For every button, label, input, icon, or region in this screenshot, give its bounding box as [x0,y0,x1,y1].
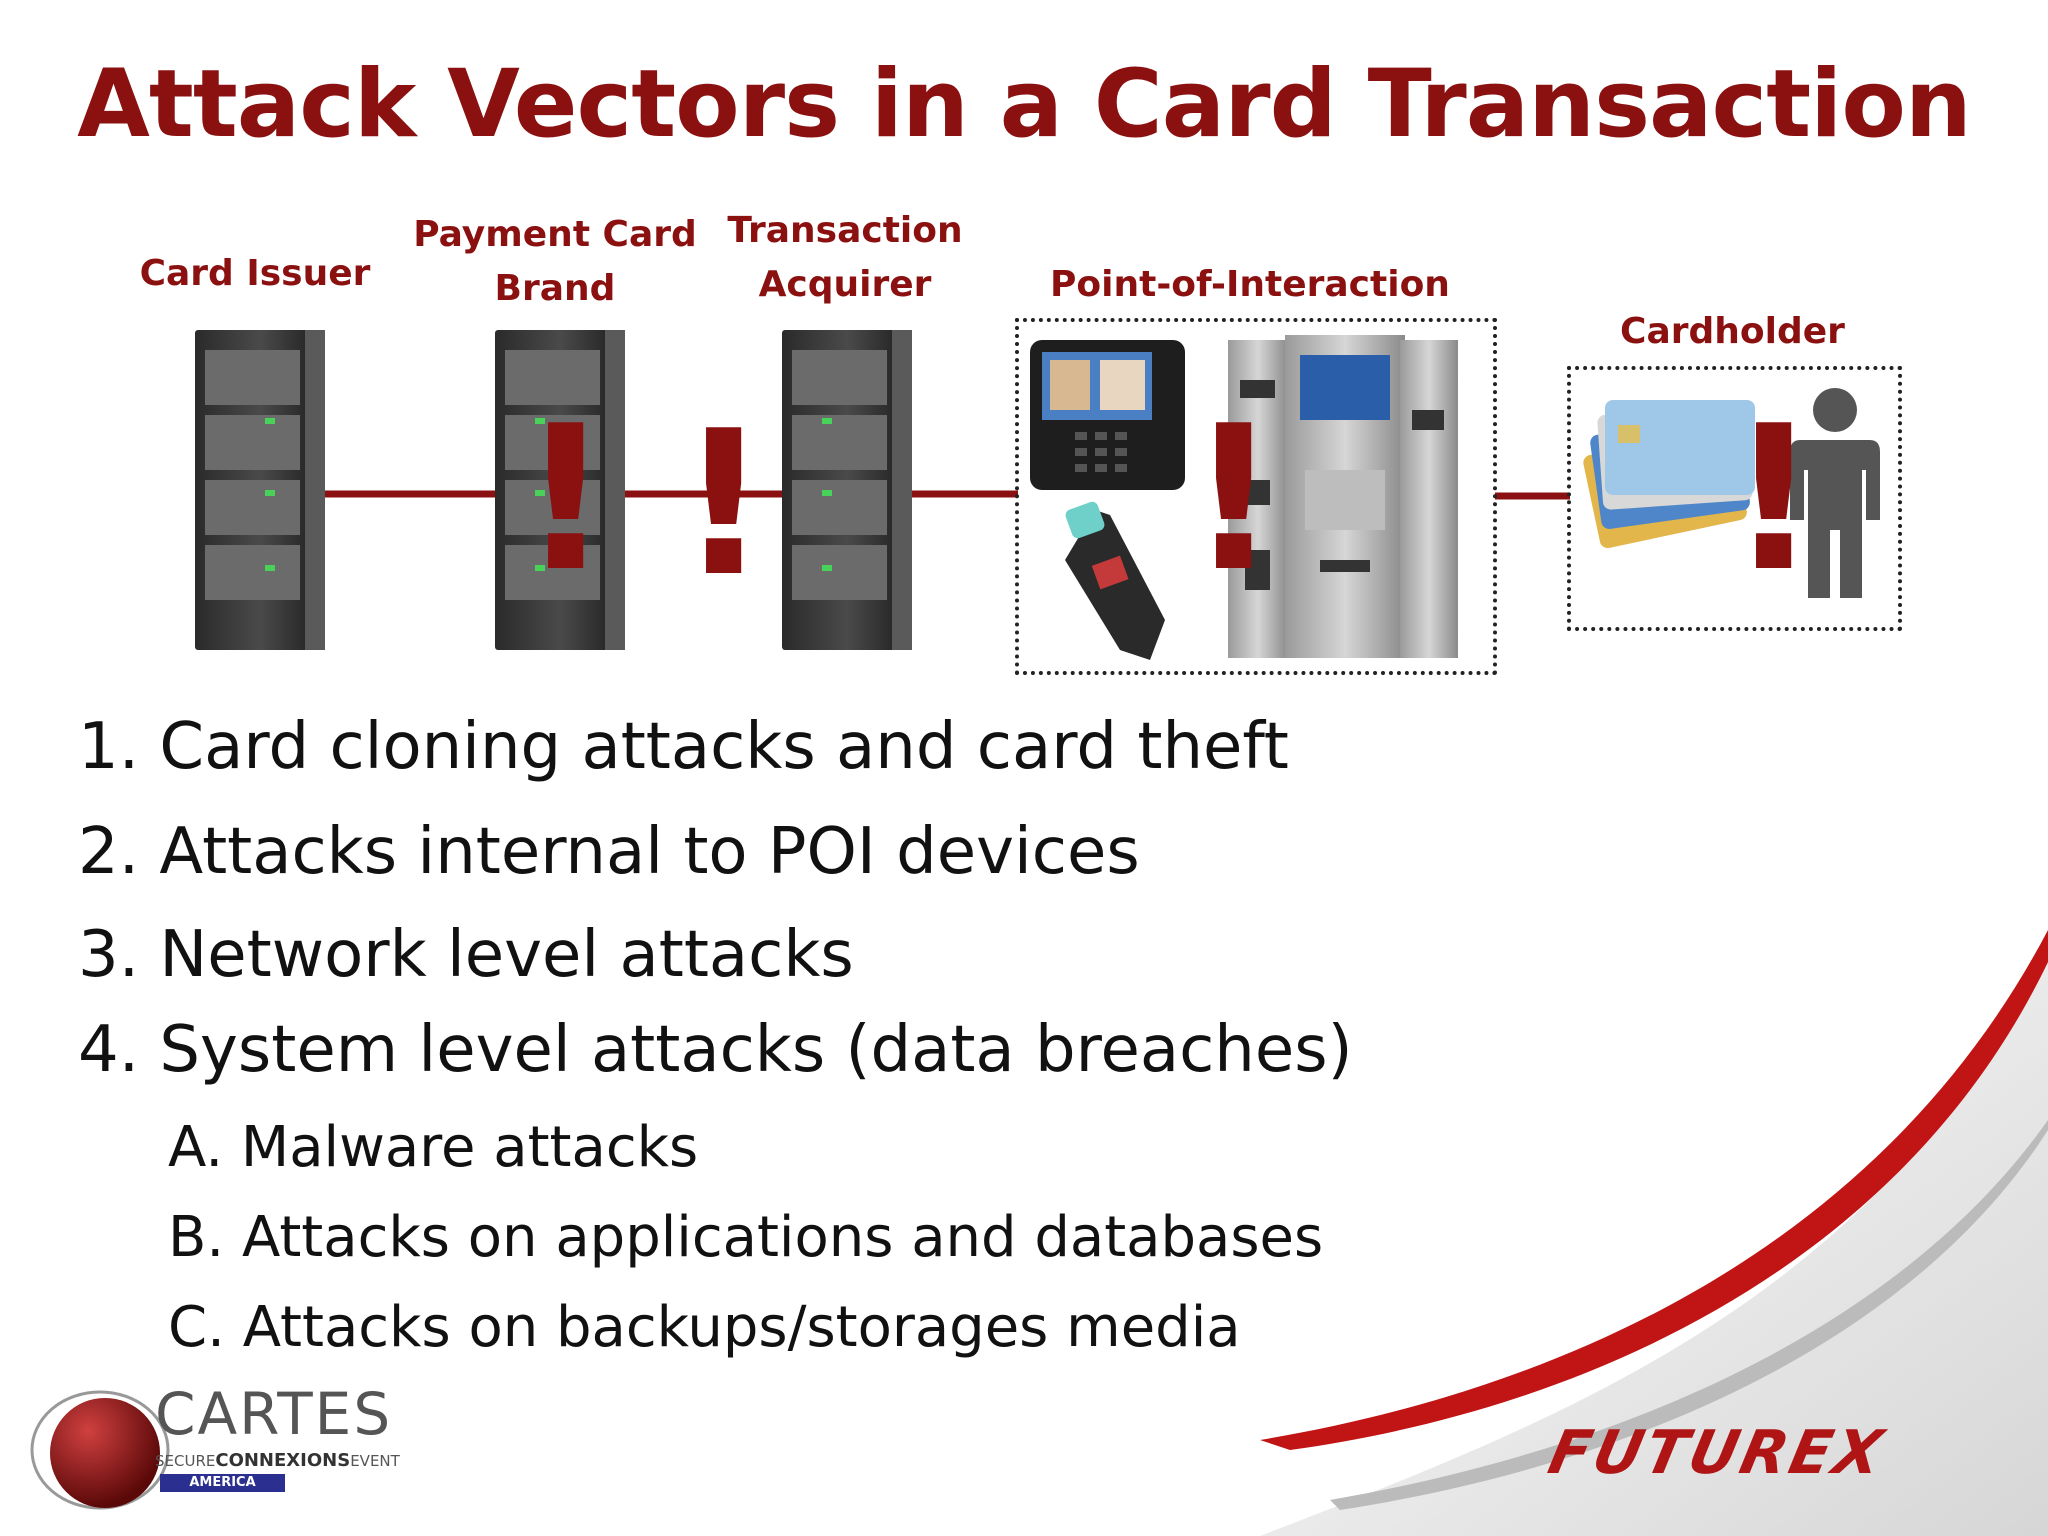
list-item: 4. System level attacks (data breaches) [78,1013,1353,1087]
sublist-item: B. Attacks on applications and databases [168,1205,1324,1270]
page-title: Attack Vectors in a Card Transaction [77,50,1972,159]
handheld-terminal-icon [1065,501,1165,660]
tagline-event: EVENT [350,1452,400,1470]
attack-marker-poi: ! [1188,383,1280,616]
label-line: Brand [494,268,616,309]
server-rack-icon [782,330,912,650]
cartes-sphere-icon [30,1390,170,1510]
attack-marker-brand: ! [520,383,612,616]
label-point-of-interaction: Point-of-Interaction [1050,264,1450,305]
atm-kiosk-icon [1228,335,1458,658]
label-transaction-acquirer: Transaction Acquirer [715,204,975,312]
grey-swoosh [1260,950,2048,1536]
label-line: Acquirer [758,264,932,305]
cartes-tagline: SECURECONNEXIONSEVENT [155,1450,400,1471]
cardholder-group-box [1567,366,1902,631]
list-item: 1. Card cloning attacks and card theft [78,710,1289,784]
attack-marker-cardholder: ! [1728,383,1820,616]
label-line: Payment Card [413,214,697,255]
tagline-connexions: CONNEXIONS [215,1450,351,1471]
credit-cards-icon [1583,400,1755,549]
attack-marker-network: ! [678,388,770,621]
server-rack-icon [495,330,625,650]
label-payment-card-brand: Payment Card Brand [410,208,700,316]
server-rack-icon [195,330,325,650]
cartes-name: CARTES [155,1380,393,1448]
cartes-region-badge: AMERICA [160,1474,285,1492]
sublist-item: C. Attacks on backups/storages media [168,1295,1241,1360]
person-icon [1790,388,1880,598]
futurex-logo: FUTUREX [1542,1418,1892,1488]
label-line: Transaction [727,210,963,251]
sublist-item: A. Malware attacks [168,1115,699,1180]
cartes-logo: CARTES SECURECONNEXIONSEVENT AMERICA [30,1375,400,1525]
tagline-secure: SECURE [155,1452,216,1470]
label-card-issuer: Card Issuer [139,253,371,294]
list-item: 3. Network level attacks [78,918,854,992]
connection-lines [320,490,1570,500]
label-cardholder: Cardholder [1620,311,1845,352]
pos-terminal-icon [1030,340,1185,490]
poi-group-box [1015,318,1497,675]
list-item: 2. Attacks internal to POI devices [78,815,1140,889]
